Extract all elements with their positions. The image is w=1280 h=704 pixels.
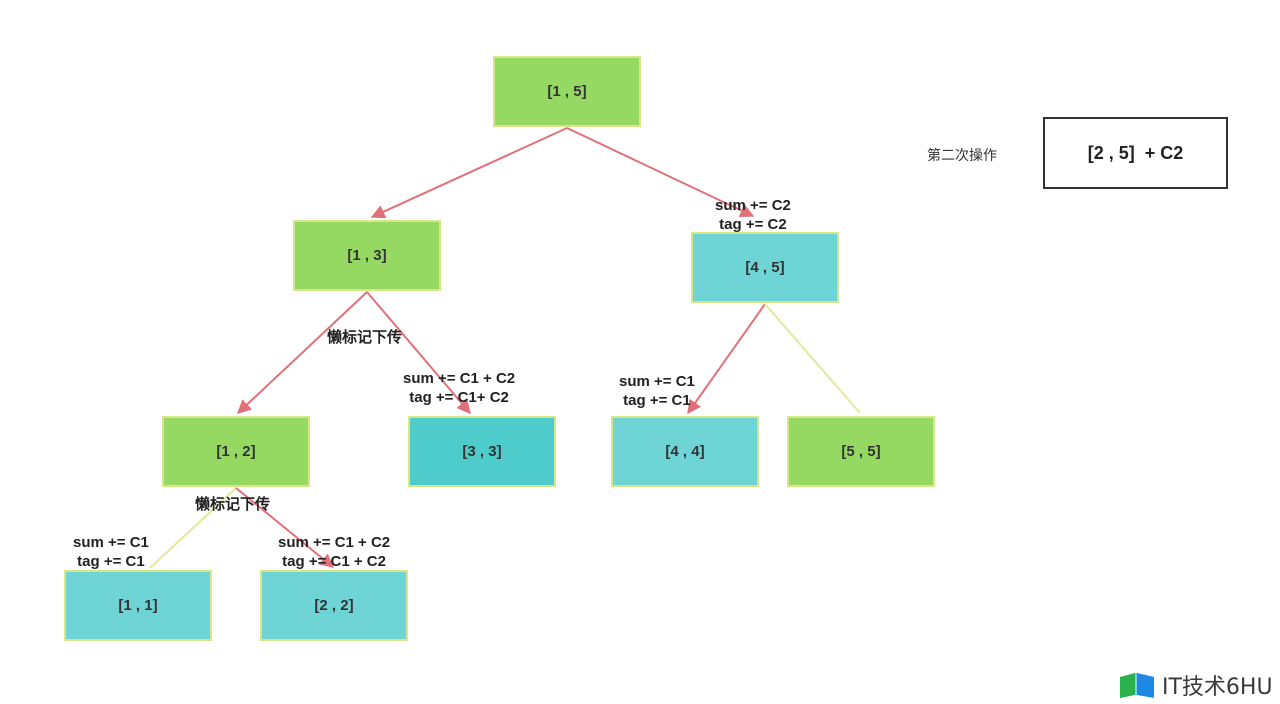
node-label: [3 , 3] [462,443,502,460]
node-label: [1 , 1] [118,597,158,614]
node-1-2: [1 , 2] [162,416,310,487]
edge-n45-n55 [764,303,861,414]
node-label: [1 , 2] [216,443,256,460]
edge-n15-n13 [370,127,568,219]
annotation-sum: sum += C2 [715,197,791,214]
node-label: [1 , 5] [547,83,587,100]
annotation-lazy-propagate-2: 懒标记下传 [195,496,271,513]
book-logo-icon [1120,673,1154,698]
annotation-tag: tag += C1 [77,553,145,570]
node-label: [1 , 3] [347,247,387,264]
annotation-tag: tag += C1 + C2 [282,553,386,570]
annotation-tag: tag += C1+ C2 [409,389,509,406]
edge-n45-n44 [687,303,766,415]
annotation-sum: sum += C1 [73,534,149,551]
annotation-lazy-propagate-1: 懒标记下传 [327,329,403,346]
node-label: [2 , 2] [314,597,354,614]
annotation-n11-update: sum += C1 tag += C1 [73,533,149,571]
annotation-tag: tag += C1 [623,392,691,409]
edge-n12-n11 [149,487,237,569]
watermark: IT技术6HU [1118,669,1273,701]
node-3-3: [3 , 3] [408,416,556,487]
node-1-5: [1 , 5] [493,56,641,127]
annotation-sum: sum += C1 + C2 [403,370,516,387]
edge-n13-n12 [236,291,368,414]
annotation-n33-update: sum += C1 + C2 tag += C1+ C2 [403,369,515,407]
edge-n13-n33 [366,291,471,415]
node-2-2: [2 , 2] [260,570,408,641]
annotation-n45-update: sum += C2 tag += C2 [715,196,791,234]
edge-n12-n22 [235,487,335,568]
annotation-n22-update: sum += C1 + C2 tag += C1 + C2 [278,533,390,571]
node-1-1: [1 , 1] [64,570,212,641]
operation-expression: [2 , 5] + C2 [1043,117,1228,189]
edge-n15-n45 [566,127,755,217]
node-4-4: [4 , 4] [611,416,759,487]
node-label: [4 , 4] [665,443,705,460]
watermark-text: IT技术6HU [1162,675,1273,700]
node-4-5: [4 , 5] [691,232,839,303]
annotation-tag: tag += C2 [719,216,787,233]
node-label: [4 , 5] [745,259,785,276]
node-5-5: [5 , 5] [787,416,935,487]
node-1-3: [1 , 3] [293,220,441,291]
node-label: [5 , 5] [841,443,881,460]
operation-caption: 第二次操作 [927,147,997,163]
annotation-sum: sum += C1 [619,373,695,390]
annotation-n44-update: sum += C1 tag += C1 [619,372,695,410]
annotation-sum: sum += C1 + C2 [278,534,391,551]
